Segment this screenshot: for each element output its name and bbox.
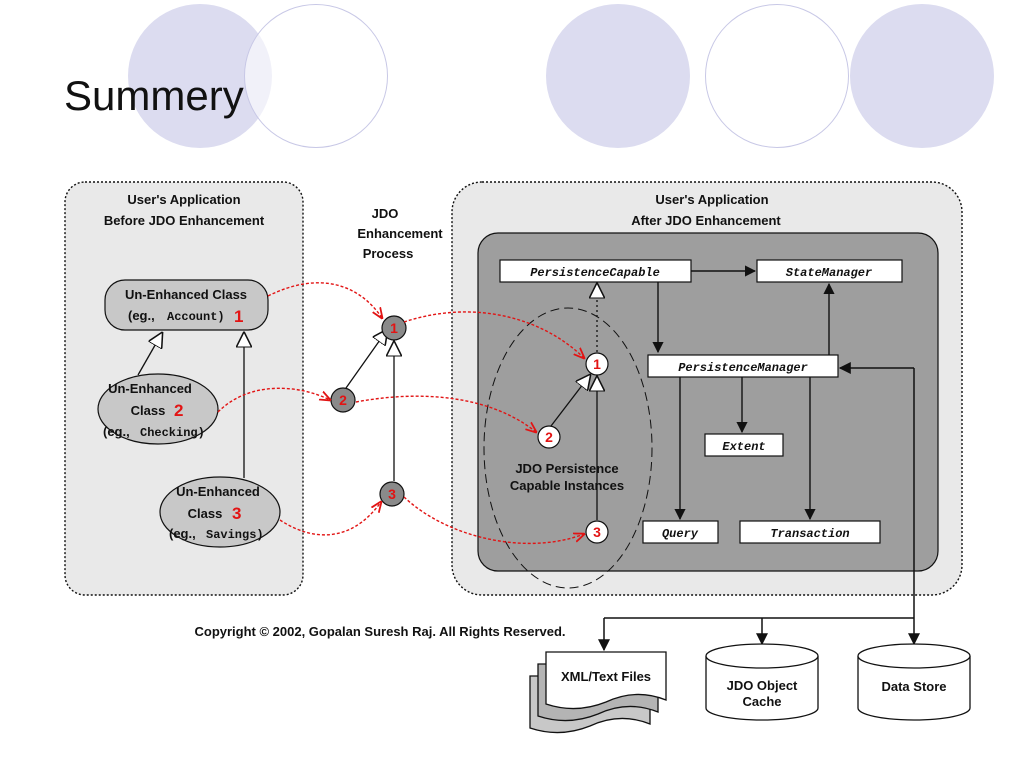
decorative-circle-5 — [850, 4, 994, 148]
query-label: Query — [662, 527, 699, 541]
process-node-2-label: 2 — [339, 392, 347, 408]
class2-code: Checking) — [140, 426, 205, 440]
instance-node-1 — [585, 352, 609, 376]
copyright-text: Copyright © 2002, Gopalan Suresh Raj. Al… — [194, 624, 565, 639]
process-node-3 — [379, 481, 405, 507]
class1-code: Account) — [167, 310, 225, 324]
flow-class3-to-process — [279, 502, 381, 536]
transaction-label: Transaction — [770, 527, 849, 541]
decorative-circle-3 — [546, 4, 690, 148]
state-manager-box — [756, 259, 903, 283]
un-enhanced-class-3 — [159, 476, 281, 548]
instance-node-2 — [537, 425, 561, 449]
extent-label: Extent — [722, 440, 765, 454]
class3-num: 3 — [232, 504, 241, 523]
left-panel-title: User's Application — [127, 192, 240, 207]
persistence-manager-label: PersistenceManager — [678, 361, 808, 375]
class2-label1: Un-Enhanced — [108, 381, 192, 396]
process-node-1-label: 1 — [390, 320, 398, 336]
persistence-capable-label: PersistenceCapable — [530, 266, 660, 280]
instances-label-2: Capable Instances — [510, 478, 624, 493]
left-panel-subtitle: Before JDO Enhancement — [104, 213, 265, 228]
xml-files-label: XML/Text Files — [561, 669, 651, 684]
state-manager-label: StateManager — [786, 266, 872, 280]
class1-label: Un-Enhanced Class — [125, 287, 247, 302]
transaction-box — [739, 520, 881, 544]
persistence-manager-box — [647, 354, 839, 378]
right-panel-subtitle: After JDO Enhancement — [631, 213, 781, 228]
xml-files-icon — [529, 651, 667, 734]
inst-2-to-1 — [550, 375, 590, 427]
un-enhanced-class-1 — [104, 279, 269, 331]
class3-eg: (eg., — [169, 526, 196, 541]
instance-node-3-label: 3 — [593, 524, 601, 540]
data-store-cylinder — [857, 643, 971, 721]
class3-label1: Un-Enhanced — [176, 484, 260, 499]
flow-class2-to-process — [217, 387, 330, 413]
object-cache-cylinder — [705, 643, 819, 721]
instance-node-2-label: 2 — [545, 429, 553, 445]
extent-box — [704, 433, 784, 457]
process-node-3-label: 3 — [388, 486, 396, 502]
slide-title: Summery — [64, 72, 244, 119]
class1-eg: (eg., — [128, 308, 155, 323]
process-node-1 — [381, 315, 407, 341]
class1-num: 1 — [234, 307, 243, 326]
query-box — [642, 520, 719, 544]
inherit-2-to-1 — [137, 333, 162, 376]
process-title-1: JDO — [372, 206, 399, 221]
instances-label-1: JDO Persistence — [515, 461, 618, 476]
flow-process1-to-instance1 — [403, 311, 584, 358]
flow-process2-to-instance2 — [355, 395, 536, 432]
instances-region — [483, 307, 653, 589]
process-title-2: Enhancement — [357, 226, 443, 241]
class3-label2: Class — [188, 506, 223, 521]
instance-node-3 — [585, 520, 609, 544]
decorative-circle-2 — [244, 4, 388, 148]
right-panel-title: User's Application — [655, 192, 768, 207]
data-store-label: Data Store — [881, 679, 946, 694]
class2-label2: Class — [131, 403, 166, 418]
class2-num: 2 — [174, 401, 183, 420]
process-title-3: Process — [363, 246, 414, 261]
mid-2-to-1 — [345, 330, 387, 389]
flow-class1-to-process — [267, 282, 382, 318]
right-inner-panel — [477, 232, 939, 572]
object-cache-label-1: JDO Object — [727, 678, 798, 693]
flow-process3-to-instance3 — [403, 496, 584, 544]
class2-eg: (eg., — [103, 424, 130, 439]
class3-code: Savings) — [206, 528, 264, 542]
object-cache-label-2: Cache — [742, 694, 781, 709]
decorative-circle-4 — [705, 4, 849, 148]
instance-node-1-label: 1 — [593, 356, 601, 372]
un-enhanced-class-2 — [97, 373, 219, 445]
